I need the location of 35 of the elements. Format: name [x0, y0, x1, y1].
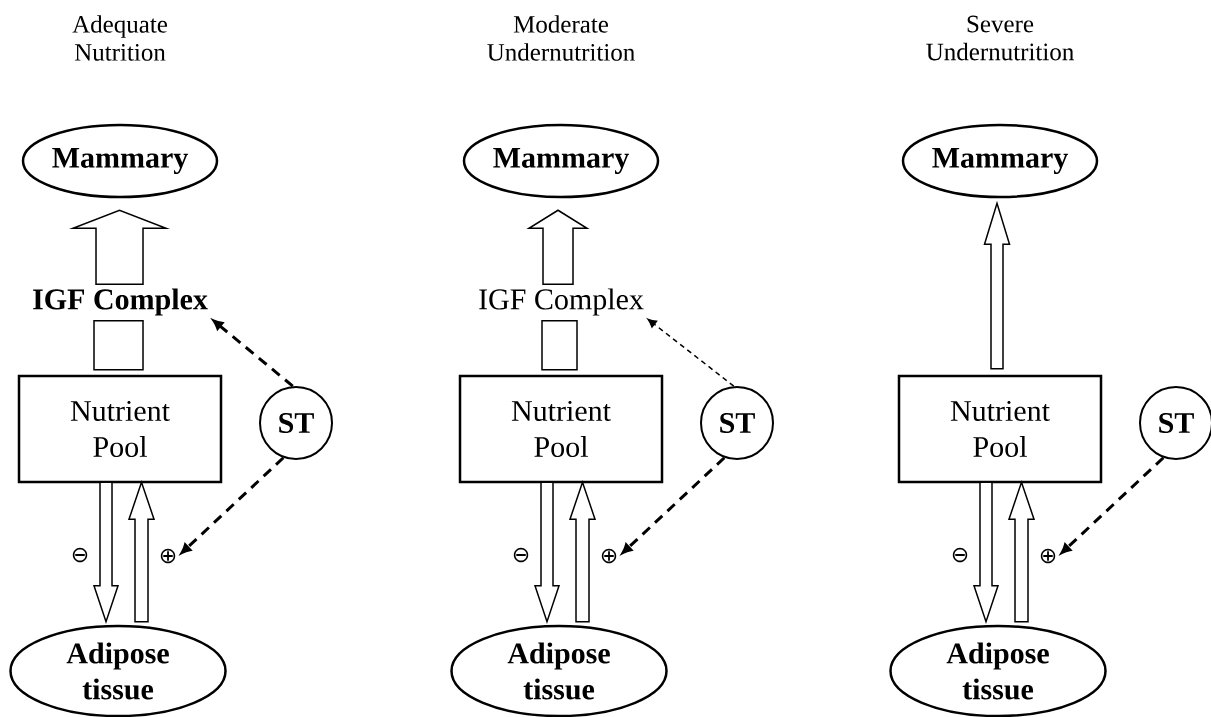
minus-sign: ⊖ [952, 547, 968, 563]
block-arrow [972, 481, 1000, 625]
ellipse-node: Mammary [21, 123, 219, 199]
dashed-arrow [212, 319, 294, 388]
pool-box: Nutrient Pool [458, 374, 664, 484]
dashed-arrow [647, 318, 735, 387]
dashed-arrow [180, 456, 285, 554]
block-arrow [127, 479, 156, 623]
circle-node: ST [700, 386, 774, 460]
pool-box: Nutrient Pool [897, 374, 1103, 484]
block-arrow [568, 479, 597, 623]
column-heading: Moderate Undernutrition [487, 15, 635, 61]
ellipse-node: Mammary [462, 123, 660, 199]
block-arrow [1007, 479, 1036, 623]
plus-sign: ⊕ [160, 548, 176, 564]
minus-sign: ⊖ [513, 547, 529, 563]
connector-stub [541, 320, 578, 371]
plus-sign: ⊕ [1040, 548, 1056, 564]
pool-box: Nutrient Pool [17, 374, 223, 484]
ellipse-node: Mammary [901, 123, 1099, 199]
node-label: IGF Complex [33, 288, 208, 316]
block-arrow [92, 481, 120, 625]
node-label: IGF Complex [479, 288, 644, 316]
minus-sign: ⊖ [72, 547, 88, 563]
column-heading: Severe Undernutrition [926, 15, 1074, 61]
block-arrow [69, 209, 171, 285]
block-arrow [526, 209, 590, 285]
plus-sign: ⊕ [601, 548, 617, 564]
block-arrow [533, 481, 561, 625]
dashed-arrow [1060, 456, 1165, 554]
connector-stub [93, 320, 144, 371]
block-arrow [983, 200, 1011, 370]
dashed-arrow [621, 456, 726, 554]
circle-node: ST [259, 386, 333, 460]
column-heading: Adequate Nutrition [72, 15, 168, 61]
